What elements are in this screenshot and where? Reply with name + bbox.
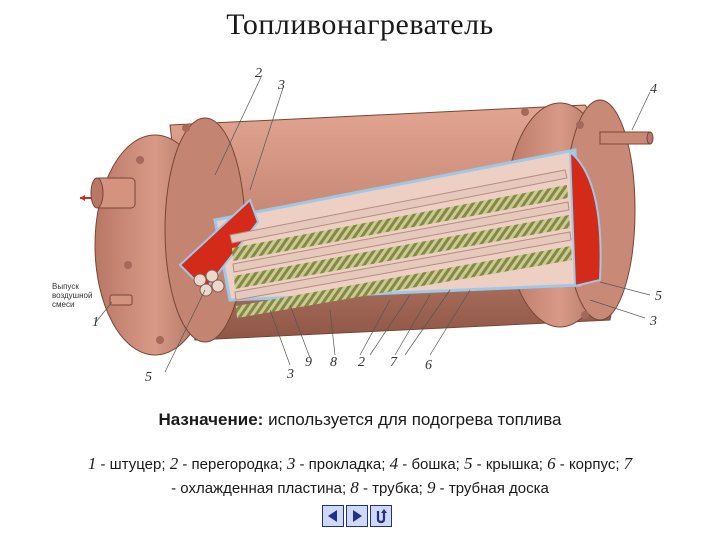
legend-text-1: - штуцер; (96, 456, 169, 473)
callout-6: 6 (425, 358, 432, 374)
return-button[interactable] (370, 505, 392, 527)
fuel-heater-diagram (0, 50, 720, 390)
legend-num-2: 2 (170, 454, 179, 473)
legend-num-6: 6 (547, 454, 556, 473)
outlet-fitting (80, 178, 135, 208)
back-button[interactable] (322, 505, 344, 527)
legend-text-5: - крышка; (473, 456, 548, 473)
legend-text-9: - трубная доска (436, 480, 549, 497)
legend-num-5: 5 (464, 454, 473, 473)
legend-text-8: - трубка; (359, 480, 427, 497)
callout-3-bottom: 3 (287, 367, 294, 383)
air-release-fitting (110, 295, 132, 305)
return-arrow-icon (373, 508, 389, 524)
legend-text-6: - корпус; (556, 456, 624, 473)
legend-text-2: - перегородка; (178, 456, 287, 473)
legend-line-2: - охлажденная пластина; 8 - трубка; 9 - … (10, 478, 710, 498)
top-pipe (600, 132, 653, 144)
callout-7: 7 (390, 355, 397, 371)
purpose-text: используется для подогрева топлива (268, 410, 561, 429)
callout-9: 9 (305, 355, 312, 371)
callout-5-right: 5 (655, 289, 662, 305)
callout-2-bottom: 2 (358, 355, 365, 371)
callout-5-left: 5 (145, 370, 152, 386)
legend-num-4: 4 (390, 454, 399, 473)
callout-3-top: 3 (278, 78, 285, 94)
callout-4: 4 (650, 82, 657, 98)
callout-8: 8 (330, 355, 337, 371)
back-arrow-icon (325, 508, 341, 524)
purpose-line: Назначение: используется для подогрева т… (0, 410, 720, 430)
legend-num-7: 7 (624, 454, 633, 473)
purpose-label: Назначение: (158, 410, 263, 429)
callout-3-right: 3 (650, 314, 657, 330)
callout-2-top: 2 (255, 66, 262, 82)
legend-text-7: - охлажденная пластина; (171, 480, 350, 497)
air-release-note: Выпуск воздушной смеси (52, 282, 112, 309)
page-title: Топливонагреватель (0, 8, 720, 42)
slide-navigation (322, 505, 392, 527)
legend-line-1: 1 - штуцер; 2 - перегородка; 3 - проклад… (10, 454, 710, 474)
forward-arrow-icon (349, 508, 365, 524)
callout-1: 1 (92, 315, 99, 331)
forward-button[interactable] (346, 505, 368, 527)
legend-num-8: 8 (350, 478, 359, 497)
legend-num-9: 9 (427, 478, 436, 497)
legend-text-4: - бошка; (398, 456, 464, 473)
legend-text-3: - прокладка; (295, 456, 389, 473)
